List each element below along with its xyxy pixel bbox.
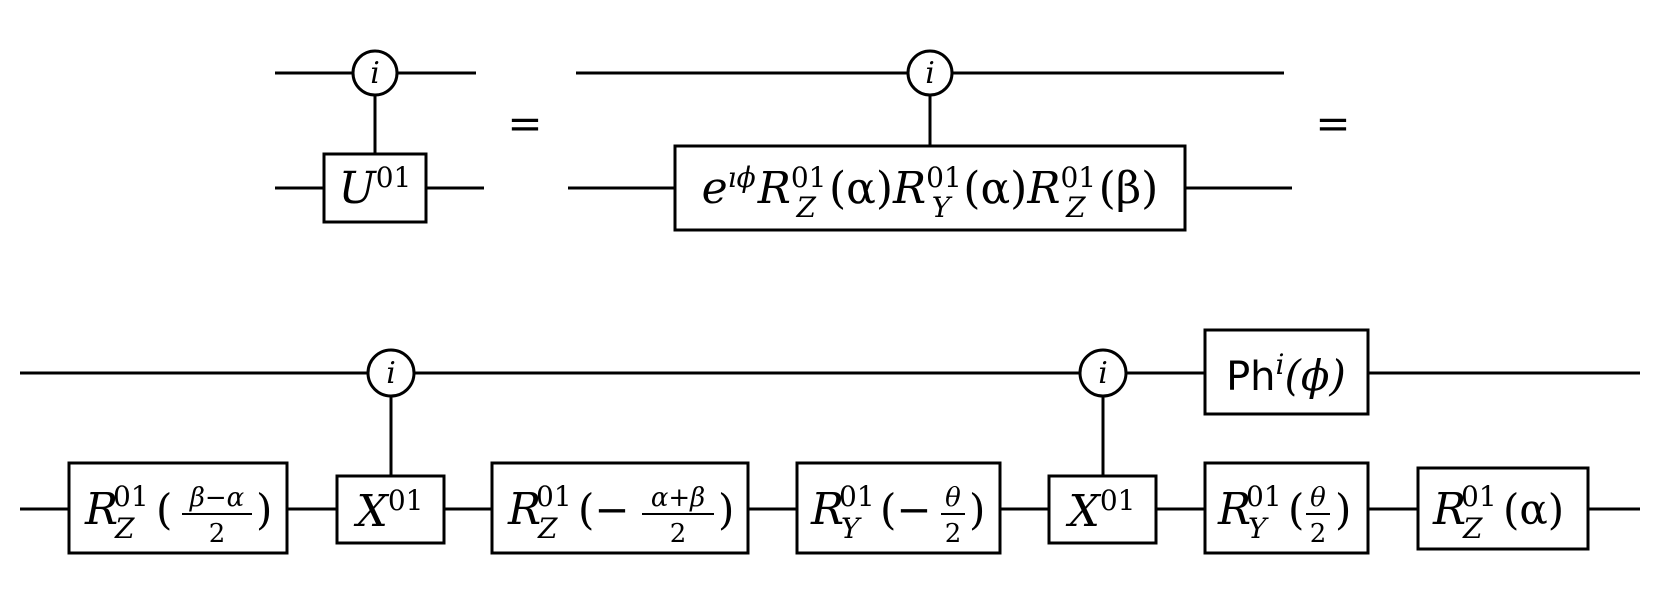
factor-1-sup: 01 [791,161,827,194]
factor-2-base: R [892,163,926,214]
equals-sign-2: = [1315,99,1350,148]
gate-numerator: α+β [651,483,705,513]
ry-gate-1: R 01 Y (− θ 2 ) [795,461,1002,555]
equals-sign-1: = [507,99,542,148]
gate-sub: Y [841,512,862,545]
control-node: i [906,49,954,97]
factor-3-sup: 01 [1060,161,1096,194]
gate-sup: 01 [113,480,149,513]
gate-lparen: ( [1288,485,1304,534]
factor-2-sub: Y [932,191,953,224]
phase-base: e [702,163,728,214]
factor-3-arg: (β) [1099,163,1159,214]
gate-denominator: 2 [209,519,226,549]
gate-lparen: (− [578,485,630,534]
gate-lparen: (− [880,485,932,534]
gate-rparen: ) [1335,485,1351,534]
gate-arg: (α) [1503,485,1564,534]
control-label: i [386,356,396,391]
gate-base: R [1432,484,1466,535]
gate-base: R [810,484,844,535]
u-gate: U01 [322,152,428,224]
gate-numerator: θ [1310,483,1326,513]
svg-text:Phi(ϕ): Phi(ϕ) [1226,348,1346,400]
control-node: i [351,49,399,97]
u-gate-sup: 01 [376,161,412,194]
gate-sub: Z [1462,512,1483,545]
phase-sup: ıϕ [728,161,756,194]
control-label: i [370,56,380,91]
rz-gate-2: R 01 Z (− α+β 2 ) [490,461,750,555]
gate-sup: 01 [388,484,424,517]
gate-sup: 01 [839,480,875,513]
u-gate-base: U [339,163,378,214]
svg-text:X01: X01 [354,484,424,537]
control-label: i [1098,356,1108,391]
phase-gate-name: Ph [1226,354,1275,400]
gate-denominator: 2 [1310,519,1327,549]
svg-text:U01: U01 [339,161,412,214]
gate-base: X [1066,486,1102,537]
gate-sub: Z [537,512,558,545]
control-label: i [925,56,935,91]
factor-3-sub: Z [1065,191,1086,224]
gate-denominator: 2 [670,519,687,549]
rz-gate-1: R 01 Z ( β−α 2 ) [67,461,289,555]
factor-1-base: R [757,163,791,214]
gate-numerator: β−α [189,483,245,513]
gate-base: X [354,486,390,537]
phase-gate: Phi(ϕ) [1203,328,1370,416]
gate-rparen: ) [969,485,985,534]
gate-rparen: ) [256,485,272,534]
gate-base: R [507,484,541,535]
gate-denominator: 2 [945,519,962,549]
gate-numerator: θ [945,483,961,513]
control-node-1: i [366,348,416,398]
svg-text:X01: X01 [1066,484,1136,537]
factor-1-sub: Z [796,191,817,224]
factor-2-arg: (α) [963,163,1027,214]
control-node-2: i [1078,348,1128,398]
factor-1-arg: (α) [829,163,893,214]
rz-gate-3: R 01 Z (α) [1416,466,1590,551]
factor-3-base: R [1026,163,1060,214]
gate-sup: 01 [1461,480,1497,513]
gate-sup: 01 [536,480,572,513]
gate-base: R [84,484,118,535]
gate-sub: Y [1248,512,1269,545]
gate-sup: 01 [1246,480,1282,513]
x-gate-2: X01 [1047,474,1158,545]
gate-rparen: ) [718,485,734,534]
phase-gate-arg: (ϕ) [1285,351,1346,400]
gate-base: R [1217,484,1251,535]
phase-gate-sup: i [1276,348,1285,381]
controlled-u-circuit: i U01 [275,49,484,224]
gate-sub: Z [114,512,135,545]
gate-sequence-circuit: i i Phi(ϕ) R 01 Z ( β−α 2 ) [20,328,1640,555]
factor-2-sup: 01 [926,161,962,194]
ry-gate-2: R 01 Y ( θ 2 ) [1203,461,1370,555]
x-gate-1: X01 [335,474,446,545]
gate-sup: 01 [1100,484,1136,517]
gate-lparen: ( [156,485,172,534]
